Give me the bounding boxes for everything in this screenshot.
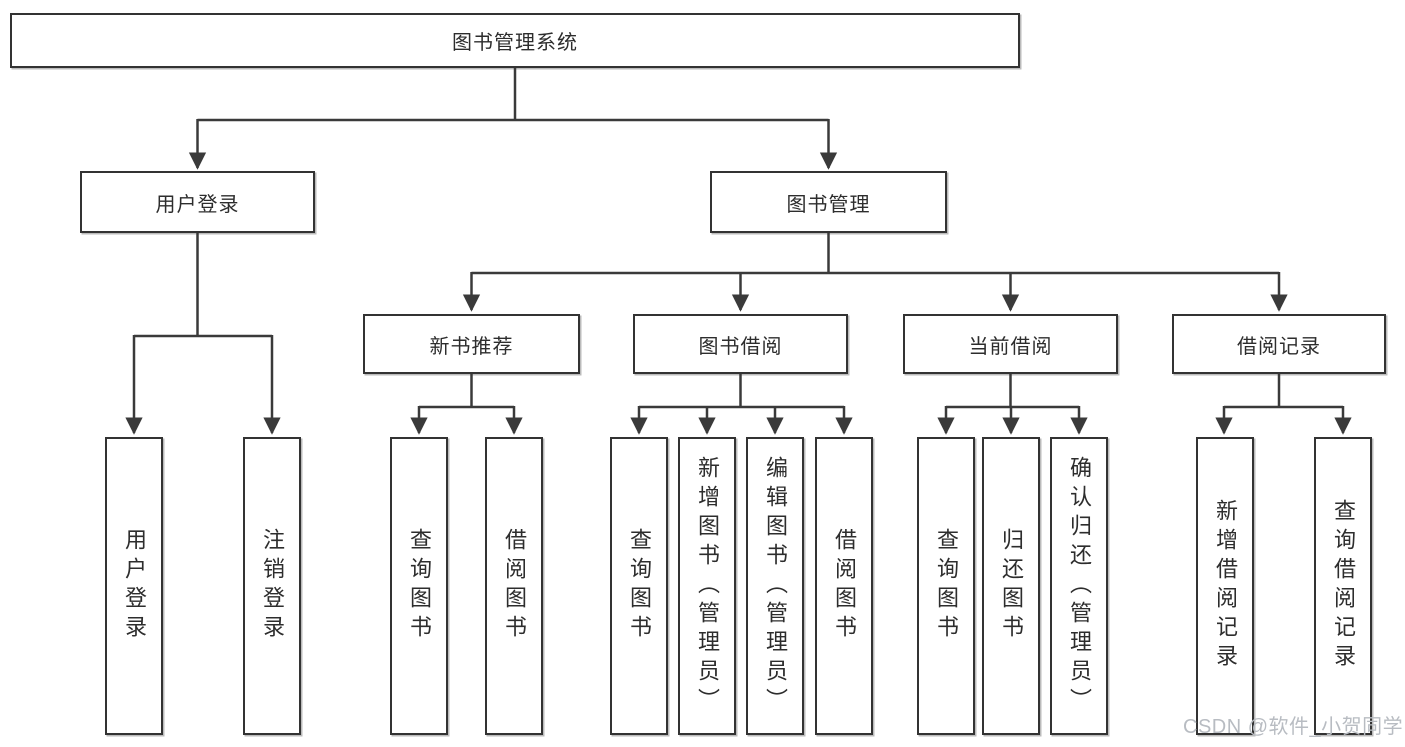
leaf-edit-book-admin: 编辑图书（管理员）	[746, 437, 804, 735]
leaf-label: 注销登录	[260, 528, 285, 644]
branch-label: 图书管理	[786, 193, 871, 216]
leaf-query-borrow-record: 查询借阅记录	[1314, 437, 1372, 735]
leaf-label: 查询图书	[627, 528, 652, 644]
leaf-label: 用户登录	[122, 528, 147, 644]
section-label: 借阅记录	[1237, 335, 1321, 358]
leaf-label: 借阅图书	[832, 528, 857, 644]
section-label: 新书推荐	[429, 335, 514, 358]
leaf-borrow-books-1: 借阅图书	[485, 437, 543, 735]
root-node: 图书管理系统	[10, 13, 1020, 68]
leaf-label: 确认归还（管理员）	[1067, 455, 1092, 717]
section-label: 当前借阅	[968, 335, 1053, 358]
section-label: 图书借阅	[698, 335, 783, 358]
leaf-query-books-1: 查询图书	[390, 437, 448, 735]
leaf-add-book-admin: 新增图书（管理员）	[678, 437, 736, 735]
leaf-label: 查询图书	[934, 528, 959, 644]
leaf-user-login: 用户登录	[105, 437, 163, 735]
leaf-add-borrow-record: 新增借阅记录	[1196, 437, 1254, 735]
leaf-query-books-3: 查询图书	[917, 437, 975, 735]
leaf-query-books-2: 查询图书	[610, 437, 668, 735]
leaf-confirm-return-admin: 确认归还（管理员）	[1050, 437, 1108, 735]
root-node-label: 图书管理系统	[452, 32, 578, 54]
leaf-label: 借阅图书	[502, 528, 527, 644]
branch-label: 用户登录	[155, 193, 240, 216]
watermark: CSDN @软件_小贺同学	[1183, 716, 1404, 738]
leaf-borrow-books-2: 借阅图书	[815, 437, 873, 735]
leaf-label: 新增图书（管理员）	[695, 455, 720, 717]
leaf-return-books: 归还图书	[982, 437, 1040, 735]
branch-user-login: 用户登录	[80, 171, 315, 233]
leaf-label: 查询图书	[407, 528, 432, 644]
leaf-label: 新增借阅记录	[1213, 499, 1238, 673]
leaf-label: 编辑图书（管理员）	[763, 455, 788, 717]
leaf-logout: 注销登录	[243, 437, 301, 735]
section-new-book-recommend: 新书推荐	[363, 314, 580, 374]
branch-book-management: 图书管理	[710, 171, 947, 233]
leaf-label: 查询借阅记录	[1331, 499, 1356, 673]
section-current-borrowing: 当前借阅	[903, 314, 1118, 374]
leaf-label: 归还图书	[999, 528, 1024, 644]
section-book-borrowing: 图书借阅	[633, 314, 848, 374]
section-borrowing-records: 借阅记录	[1172, 314, 1386, 374]
